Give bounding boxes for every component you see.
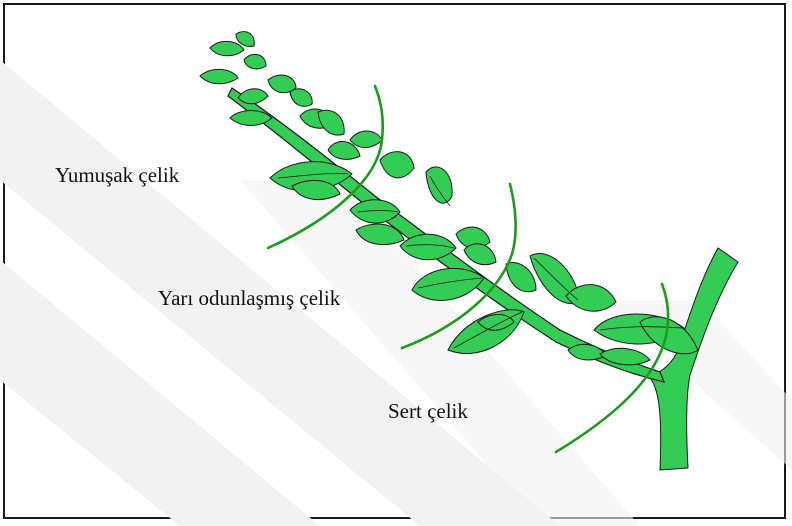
main-stem	[650, 248, 738, 470]
leaf	[318, 110, 344, 135]
leaves	[200, 32, 698, 365]
leaf	[412, 268, 484, 300]
soft-cutting-label: Yumuşak çelik	[55, 165, 179, 186]
hard-zone-divider	[556, 284, 668, 452]
leaf	[238, 89, 268, 104]
leaf	[244, 54, 266, 69]
leaf	[290, 89, 312, 107]
leaf	[506, 262, 536, 291]
leaf	[210, 41, 244, 55]
leaf	[568, 344, 606, 360]
leaf	[426, 167, 452, 203]
semi-hardwood-cutting-label: Yarı odunlaşmış çelik	[158, 288, 340, 309]
leaf	[268, 75, 296, 93]
leaf	[200, 69, 238, 83]
leaf	[380, 152, 414, 178]
leaf	[464, 244, 496, 265]
leaf	[350, 131, 382, 148]
hardwood-cutting-label: Sert çelik	[388, 401, 468, 422]
